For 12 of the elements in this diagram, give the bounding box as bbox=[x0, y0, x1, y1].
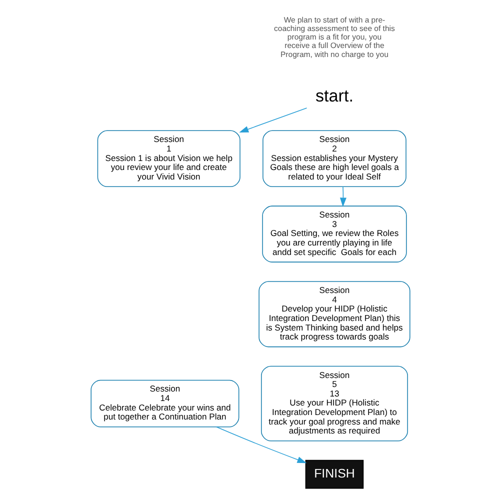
node-box: Session 4 Develop your HIDP (Holistic Integration Development Plan) this is System Thinking based and helps track progress towards goals bbox=[258, 281, 410, 348]
arrow bbox=[238, 108, 307, 132]
arrow bbox=[215, 426, 306, 464]
node-box: Session 2 Session establishes your Mystery Goals these are high level goals a related to your Ideal Self bbox=[262, 130, 406, 188]
label: We plan to start of with a pre-coaching assessment to see of this program is a fit for you, you receive a full Overview of the Program, with no charge to you bbox=[274, 16, 394, 59]
node-box: Session 1 Session 1 is about Vision we help you review your life and create your Vivid Vision bbox=[96, 130, 240, 188]
node-text: start. bbox=[314, 86, 353, 106]
node-box: Session 3 Goal Setting, we review the Roles you are currently playing in life andd set specific Goals for each bbox=[262, 206, 406, 262]
node-box: Session 5 13 Use your HIDP (Holistic Integration Development Plan) to track your goal progress and make adjustments as required bbox=[260, 366, 408, 442]
arrow bbox=[339, 186, 346, 208]
node-box: Session 14 Celebrate Celebrate your wins and put together a Continuation Plan bbox=[90, 380, 239, 428]
node-box: FINISH bbox=[304, 460, 364, 489]
